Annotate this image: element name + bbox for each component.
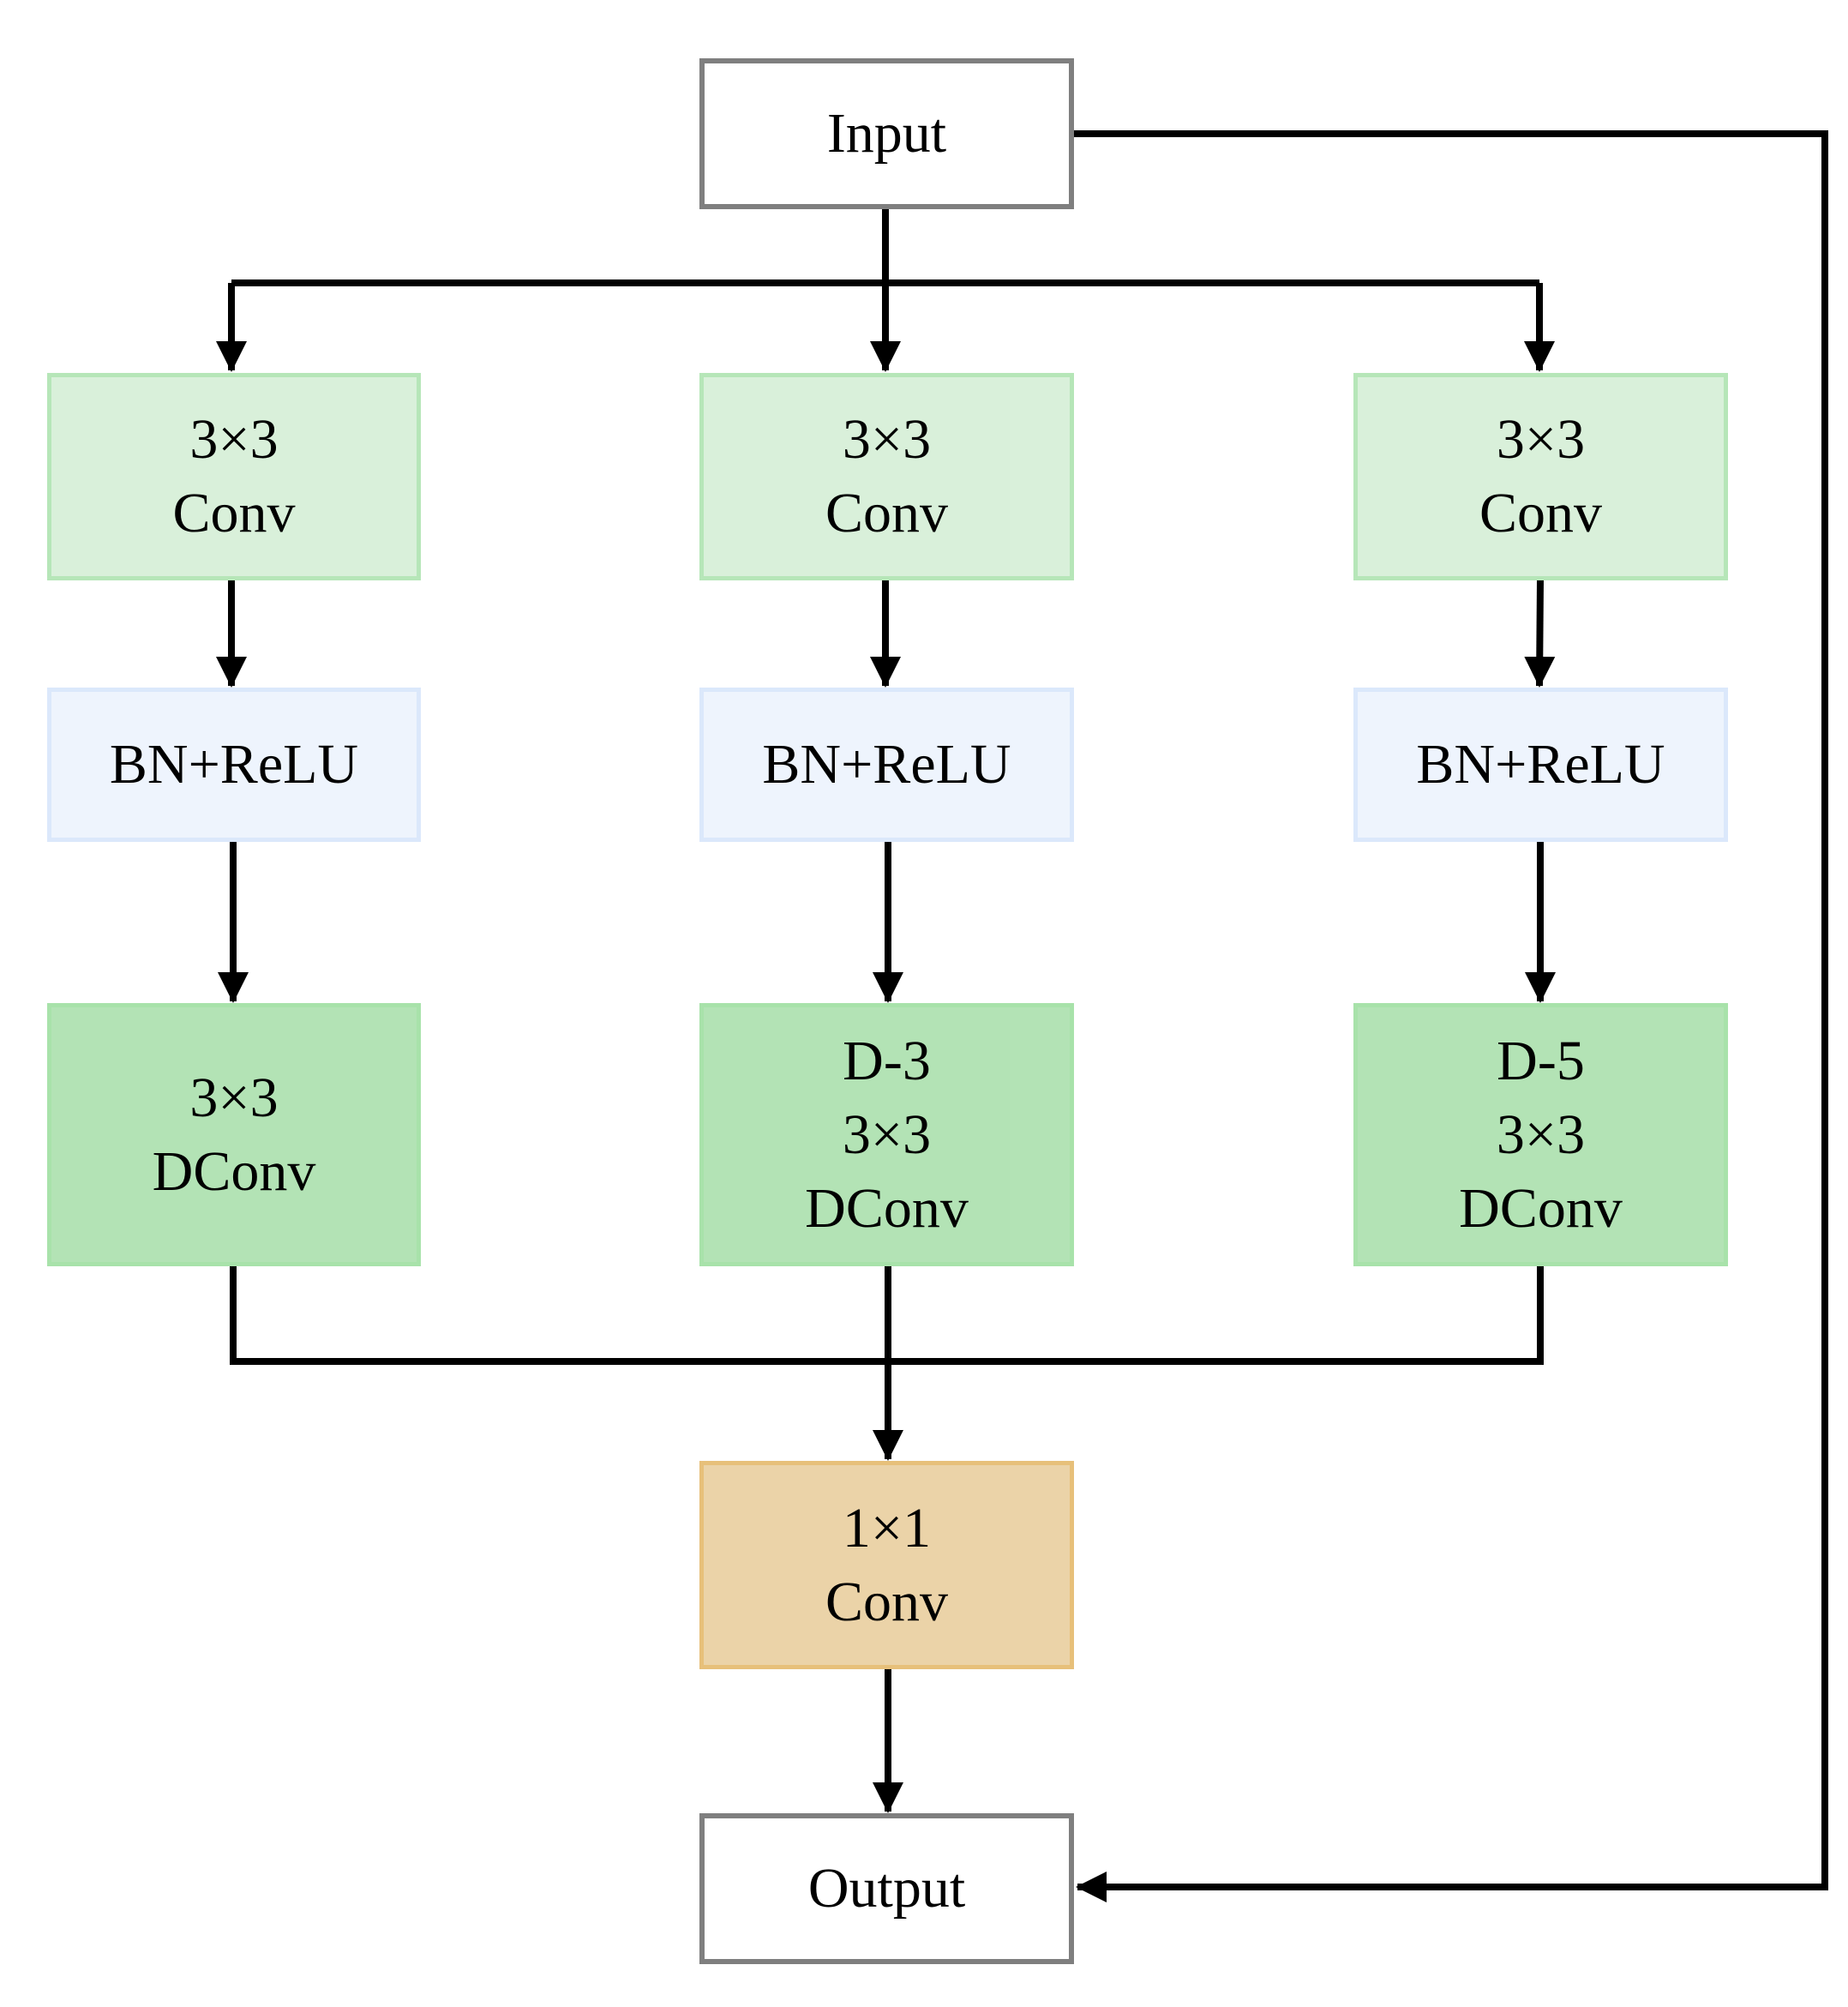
bn-relu-block-branch-3: BN+ReLU (1353, 688, 1728, 842)
arrow-conv-bn-3 (1524, 580, 1556, 688)
conv-block-branch-1: 3×3 Conv (47, 373, 421, 580)
conv-block-branch-2: 3×3 Conv (699, 373, 1074, 580)
conv-type-label: Conv (172, 482, 296, 544)
dilation-label: D-3 (843, 1029, 931, 1092)
bn-relu-block-branch-1: BN+ReLU (47, 688, 421, 842)
input-node: Input (699, 58, 1074, 209)
dconv-type-label: DConv (1459, 1176, 1623, 1240)
conv-kernel-label: 3×3 (189, 408, 279, 471)
dconv-block-branch-3: D-5 3×3 DConv (1353, 1003, 1728, 1266)
conv-type-label: Conv (1479, 482, 1603, 544)
input-label: Input (826, 102, 947, 165)
skip-connection-arrow (1073, 130, 1828, 1902)
dconv-type-label: DConv (805, 1176, 969, 1240)
dconv-block-branch-1: 3×3 DConv (47, 1003, 421, 1266)
dconv-kernel-label: 3×3 (842, 1103, 932, 1166)
dconv-kernel-label: 3×3 (1496, 1103, 1586, 1166)
conv-type-label: Conv (825, 482, 949, 544)
fuse-kernel-label: 1×1 (842, 1496, 932, 1559)
conv-kernel-label: 3×3 (1496, 408, 1586, 471)
dconv-kernel-label: 3×3 (189, 1066, 279, 1129)
dilation-label: D-5 (1497, 1029, 1585, 1092)
conv-block-branch-3: 3×3 Conv (1353, 373, 1728, 580)
dconv-block-branch-2: D-3 3×3 DConv (699, 1003, 1074, 1266)
bn-relu-label: BN+ReLU (1416, 733, 1665, 796)
output-node: Output (699, 1813, 1074, 1964)
dconv-type-label: DConv (152, 1139, 316, 1203)
conv-kernel-label: 3×3 (842, 408, 932, 471)
output-label: Output (807, 1857, 966, 1920)
bn-relu-block-branch-2: BN+ReLU (699, 688, 1074, 842)
fuse-type-label: Conv (825, 1570, 949, 1633)
bn-relu-label: BN+ReLU (762, 733, 1011, 796)
fuse-conv-block: 1×1 Conv (699, 1461, 1074, 1669)
bn-relu-label: BN+ReLU (109, 733, 359, 796)
